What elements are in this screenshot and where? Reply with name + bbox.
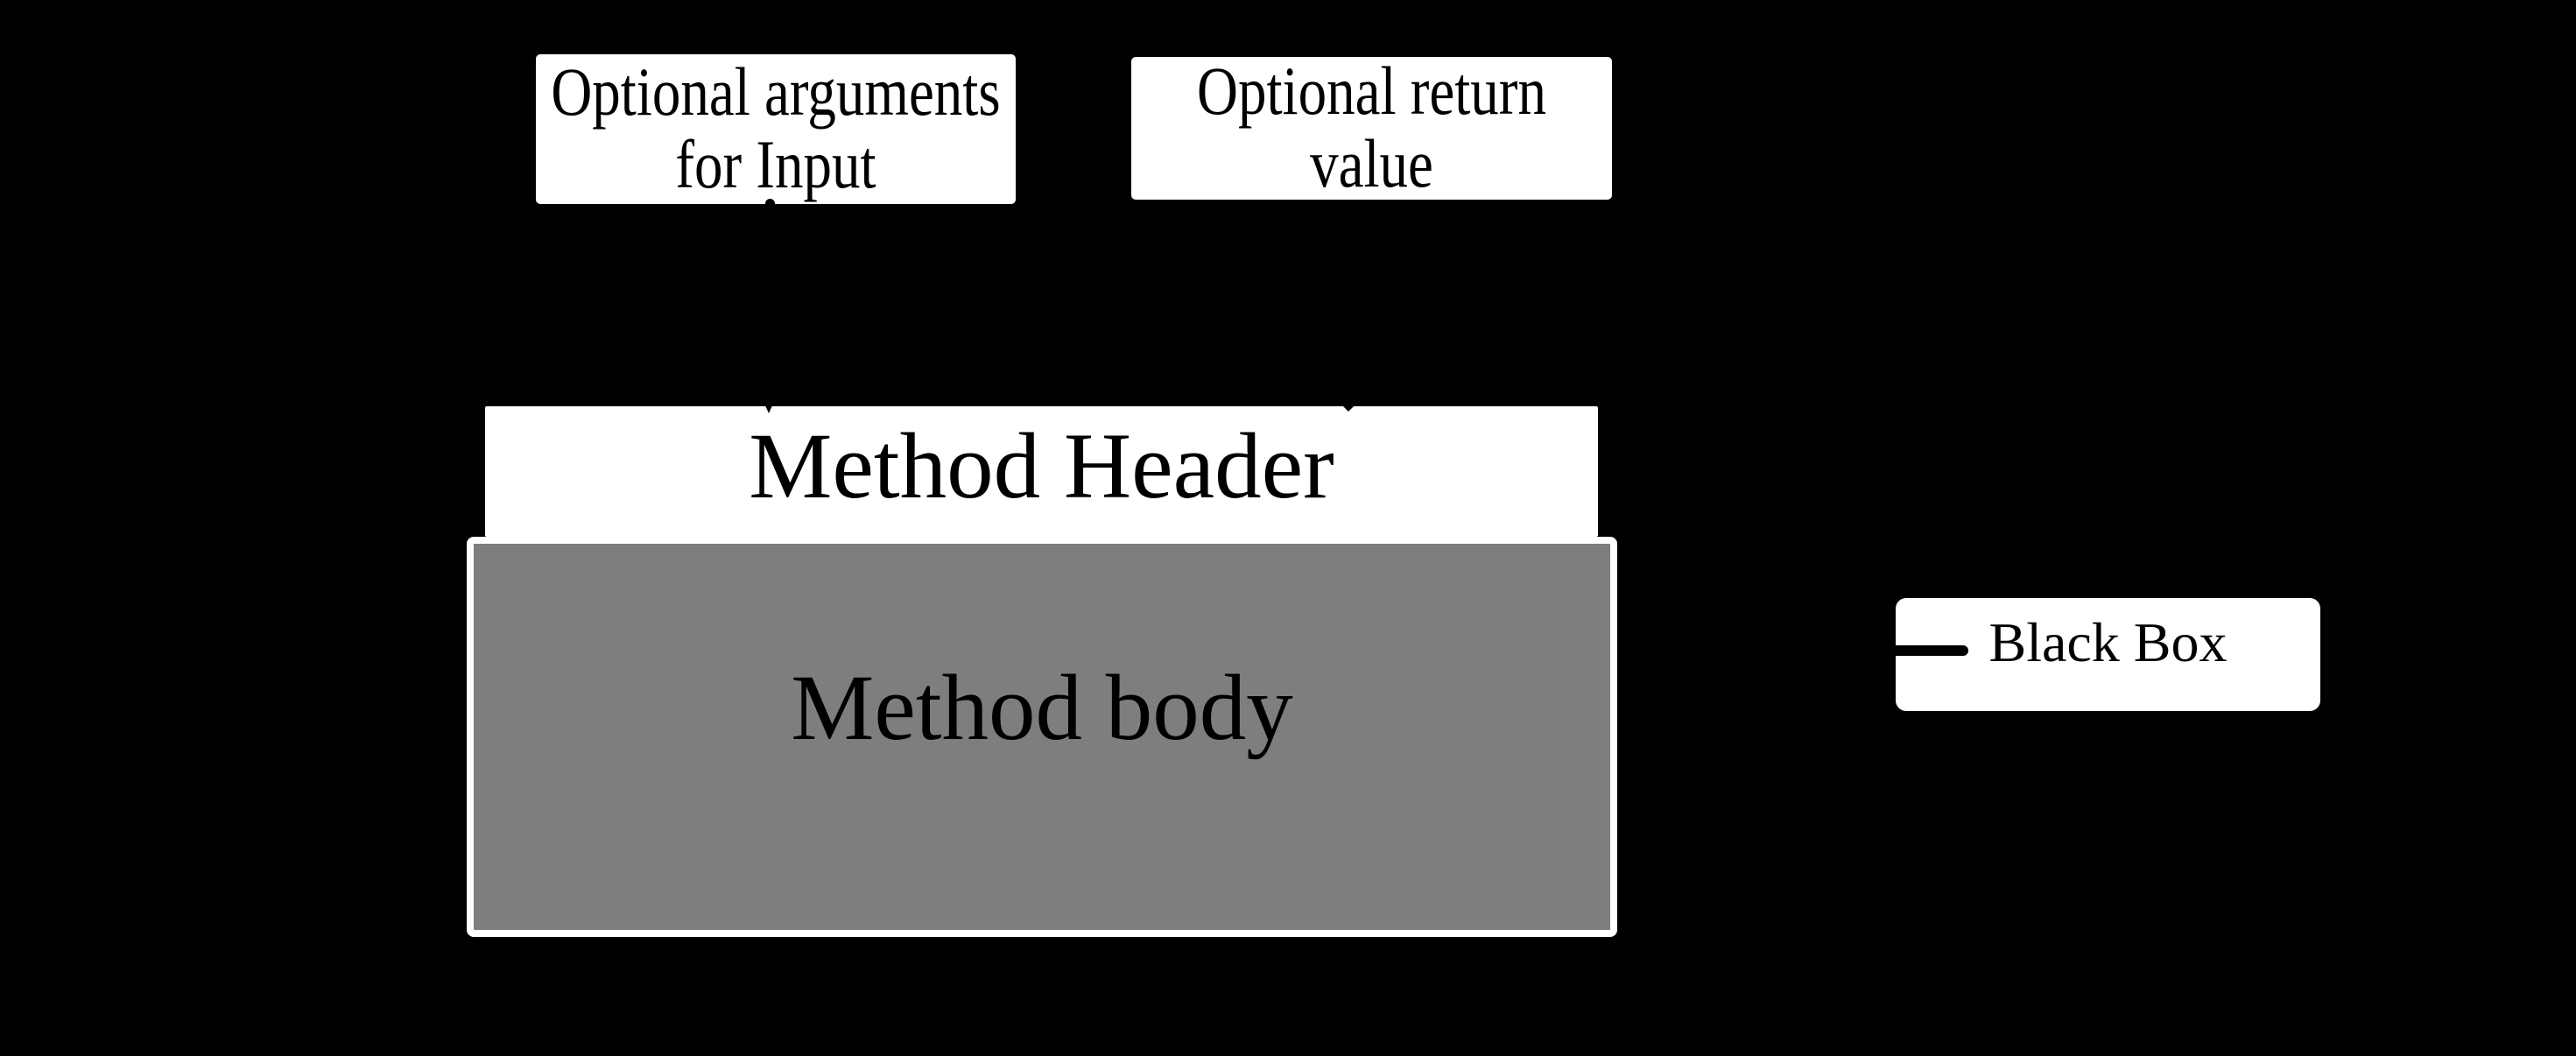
return-value-label-line2: value [1310, 126, 1433, 202]
return-value-label: Optional return value [1197, 53, 1546, 202]
input-arrow-head-icon [764, 402, 774, 413]
input-arguments-label-line1: Optional arguments [551, 54, 1001, 130]
input-arrow-tail-dot [765, 199, 775, 208]
return-value-box: Optional return value [1131, 53, 1612, 202]
return-value-label-line1: Optional return [1197, 53, 1546, 130]
input-arguments-label-line2: for Input [675, 127, 876, 203]
method-body-label: Method body [791, 657, 1293, 760]
method-header-box: Method Header [485, 406, 1598, 537]
black-box-legend: Black Box [1896, 598, 2320, 711]
input-arguments-label: Optional arguments for Input [551, 54, 1001, 203]
input-arguments-box: Optional arguments for Input [536, 54, 1016, 204]
black-box-legend-label: Black Box [1988, 610, 2228, 673]
method-body-box: Method body [467, 537, 1617, 937]
return-arrow-head-icon [1337, 400, 1360, 412]
legend-line-swatch [1896, 645, 1968, 656]
method-header-label: Method Header [749, 415, 1334, 518]
